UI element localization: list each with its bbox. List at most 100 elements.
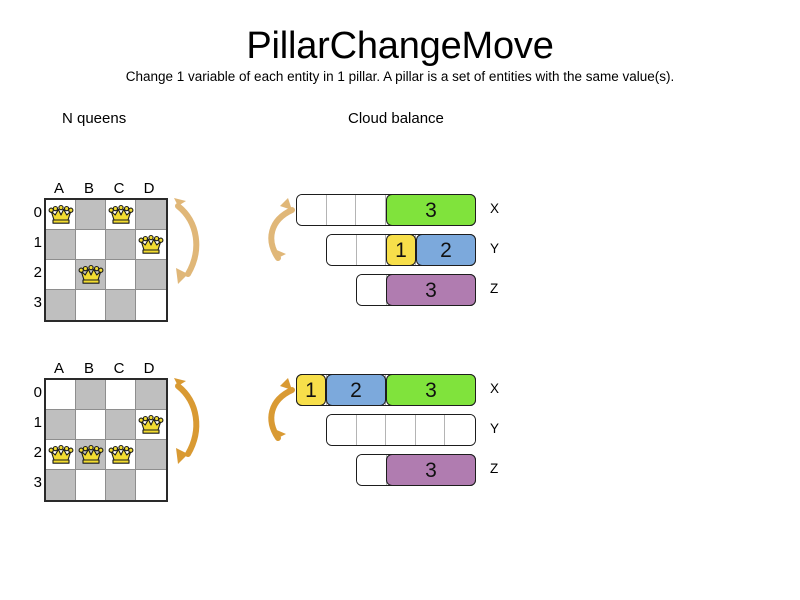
board-column-label-d: D xyxy=(143,360,155,377)
chess-cell[interactable] xyxy=(46,380,76,410)
chess-cell[interactable] xyxy=(76,410,106,440)
chess-cell[interactable] xyxy=(106,440,136,470)
cloud-capacity-cell xyxy=(327,235,357,265)
chess-cell[interactable] xyxy=(136,200,166,230)
board-row-label-1: 1 xyxy=(33,234,42,251)
board-row-label-1: 1 xyxy=(33,414,42,431)
board-column-label-d: D xyxy=(143,180,155,197)
chess-cell[interactable] xyxy=(76,470,106,500)
chess-cell[interactable] xyxy=(46,200,76,230)
chess-cell[interactable] xyxy=(136,380,166,410)
chess-cell[interactable] xyxy=(106,230,136,260)
board-row-labels: 0 1 2 3 xyxy=(24,198,42,318)
page-subtitle: Change 1 variable of each entity in 1 pi… xyxy=(125,69,675,84)
board-row-label-2: 2 xyxy=(33,444,42,461)
chess-cell[interactable] xyxy=(76,260,106,290)
chess-cell[interactable] xyxy=(106,260,136,290)
cloud-capacity-cell xyxy=(297,195,327,225)
chess-cell[interactable] xyxy=(76,200,106,230)
cloud-capacity-cell xyxy=(445,415,475,445)
cloud-capacity-cell xyxy=(356,235,387,265)
cloud-capacity-cell xyxy=(326,195,357,225)
cloud-capacity-cell xyxy=(356,415,387,445)
cloud-process-block[interactable]: 1 xyxy=(296,374,326,406)
chess-cell[interactable] xyxy=(136,290,166,320)
page-title: PillarChangeMove xyxy=(246,25,554,67)
cloud-process-block[interactable]: 3 xyxy=(386,194,476,226)
queen-icon xyxy=(108,204,133,224)
chess-cell[interactable] xyxy=(46,260,76,290)
cloud-capacity-cell xyxy=(357,455,387,485)
chess-cell[interactable] xyxy=(46,470,76,500)
cloud-process-block[interactable]: 3 xyxy=(386,454,476,486)
chess-grid xyxy=(44,198,168,322)
cloud-computer-label-z: Z xyxy=(490,461,499,476)
chess-cell[interactable] xyxy=(136,470,166,500)
chess-cell[interactable] xyxy=(76,290,106,320)
chess-grid xyxy=(44,378,168,502)
board-row-label-0: 0 xyxy=(33,384,42,401)
queen-icon xyxy=(78,444,103,464)
queen-icon xyxy=(108,444,133,464)
cloud-computer-label-y: Y xyxy=(490,421,500,436)
board-row-label-0: 0 xyxy=(33,204,42,221)
chess-cell[interactable] xyxy=(76,440,106,470)
queen-icon xyxy=(48,444,73,464)
queen-icon xyxy=(138,234,164,254)
board-column-labels: A B C D xyxy=(44,360,164,378)
chess-cell[interactable] xyxy=(46,410,76,440)
cloud-process-block[interactable]: 3 xyxy=(386,374,476,406)
cloud-capacity-cell xyxy=(356,195,387,225)
chess-cell[interactable] xyxy=(106,470,136,500)
move-arrow-chess-bottom xyxy=(174,378,200,464)
queen-icon xyxy=(138,414,164,434)
board-row-label-3: 3 xyxy=(33,294,42,311)
board-column-label-c: C xyxy=(113,360,125,377)
cloud-computer-label-z: Z xyxy=(490,281,499,296)
cloud-computer-label-x: X xyxy=(490,381,500,396)
move-arrow-chess-top xyxy=(174,198,200,284)
cloud-capacity-cell xyxy=(386,415,416,445)
board-column-label-a: A xyxy=(53,360,64,377)
chess-cell[interactable] xyxy=(136,440,166,470)
cloud-capacity-cell xyxy=(415,415,446,445)
cloud-process-block[interactable]: 1 xyxy=(386,234,416,266)
cloud-process-block[interactable]: 2 xyxy=(416,234,476,266)
cloud-process-block[interactable]: 3 xyxy=(386,274,476,306)
chess-cell[interactable] xyxy=(76,230,106,260)
board-row-label-3: 3 xyxy=(33,474,42,491)
chess-cell[interactable] xyxy=(76,380,106,410)
board-row-labels: 0 1 2 3 xyxy=(24,378,42,498)
cloud-computer-label-x: X xyxy=(490,201,500,216)
chess-cell[interactable] xyxy=(106,410,136,440)
board-column-label-a: A xyxy=(53,180,64,197)
queen-icon xyxy=(78,264,103,284)
cloud-capacity-cell xyxy=(357,275,387,305)
chess-cell[interactable] xyxy=(136,230,166,260)
chess-cell[interactable] xyxy=(46,290,76,320)
chess-cell[interactable] xyxy=(106,290,136,320)
board-column-label-c: C xyxy=(113,180,125,197)
chess-cell[interactable] xyxy=(136,410,166,440)
cloud-computer-label-y: Y xyxy=(490,241,500,256)
move-arrow-cloud-bottom xyxy=(268,378,295,441)
move-arrow-cloud-top xyxy=(268,198,295,261)
cloud-bar-row: Y xyxy=(296,414,526,446)
chess-cell[interactable] xyxy=(106,200,136,230)
chess-cell[interactable] xyxy=(136,260,166,290)
cloud-computer-bar[interactable] xyxy=(326,414,476,446)
board-column-label-b: B xyxy=(83,360,94,377)
chess-cell[interactable] xyxy=(106,380,136,410)
board-row-label-2: 2 xyxy=(33,264,42,281)
queen-icon xyxy=(48,204,73,224)
chess-cell[interactable] xyxy=(46,440,76,470)
section-heading-nqueens: N queens xyxy=(62,110,127,127)
cloud-capacity-cell xyxy=(327,415,357,445)
chess-cell[interactable] xyxy=(46,230,76,260)
cloud-process-block[interactable]: 2 xyxy=(326,374,386,406)
